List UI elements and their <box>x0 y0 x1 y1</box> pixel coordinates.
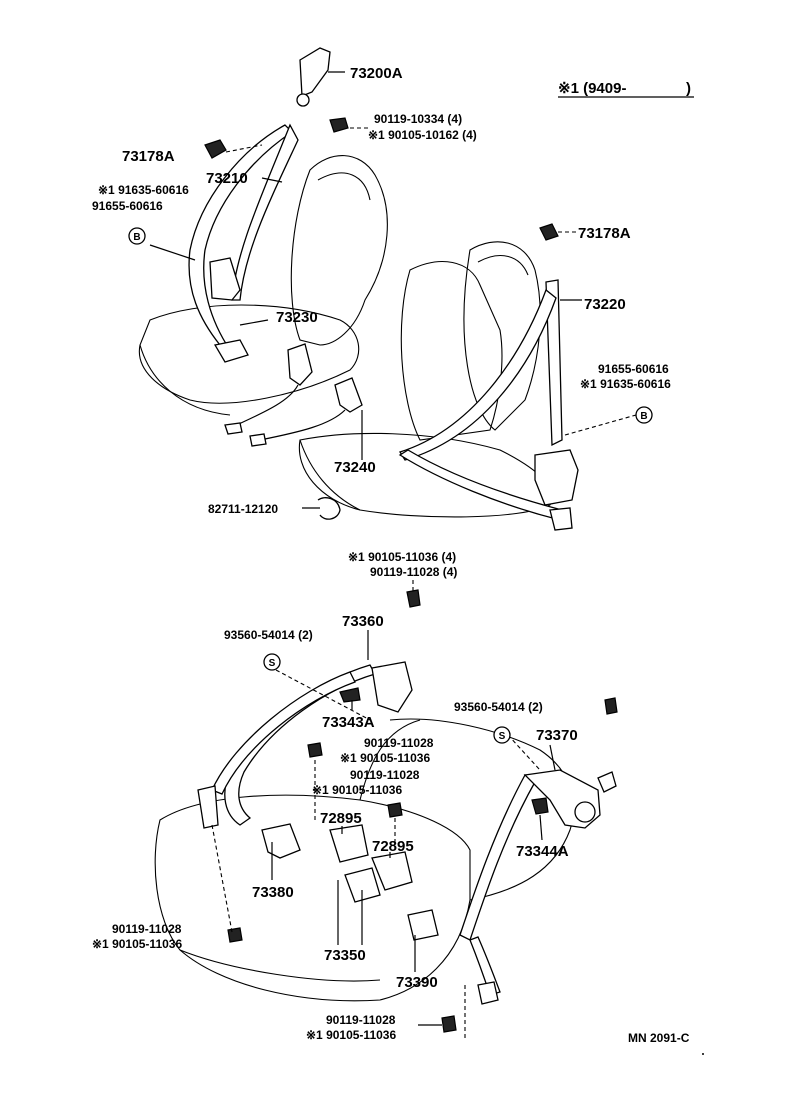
marker-s-right: S <box>499 731 506 742</box>
label-90105-11036-a: ※1 90105-11036 <box>340 751 430 765</box>
label-73210: 73210 <box>206 170 248 187</box>
marker-s-left-circle <box>263 653 281 671</box>
label-73240: 73240 <box>334 459 376 476</box>
retractor-right <box>534 449 579 506</box>
applicability-note-close: ) <box>686 80 691 97</box>
label-90119-11028-d: 90119-11028 <box>326 1013 396 1027</box>
label-90105-10162: ※1 90105-10162 (4) <box>368 128 477 142</box>
shoulder-anchor-73200A <box>299 47 331 97</box>
label-73220: 73220 <box>584 296 626 313</box>
label-90119-11028-c: 90119-11028 <box>112 922 182 936</box>
label-72895-right: 72895 <box>372 838 414 855</box>
cover-73178A-right <box>539 223 559 241</box>
label-90119-10334: 90119-10334 (4) <box>374 112 462 126</box>
front-seat-left <box>138 155 388 416</box>
bolt-90119-11028-b <box>387 802 403 818</box>
label-82711-12120: 82711-12120 <box>208 502 278 516</box>
retractor-73360 <box>371 661 413 713</box>
marker-s-right-circle <box>493 726 511 744</box>
label-91655-60616-right: 91655-60616 <box>598 362 669 376</box>
label-91655-60616-left: 91655-60616 <box>92 199 163 213</box>
cover-73178A-left <box>204 139 227 159</box>
label-91635-60616-left: ※1 91635-60616 <box>98 183 189 197</box>
buckle-73350 <box>344 867 381 903</box>
circled-markers: B B S S <box>128 227 653 744</box>
label-73370: 73370 <box>536 727 578 744</box>
label-73350: 73350 <box>324 947 366 964</box>
front-seat-right <box>298 241 554 518</box>
label-90105-11036-c: ※1 90105-11036 <box>92 937 182 951</box>
label-73344A: 73344A <box>516 843 569 860</box>
label-73343A: 73343A <box>322 714 375 731</box>
belt-73220 <box>545 279 563 447</box>
marker-b-left-circle <box>128 227 146 245</box>
label-73230: 73230 <box>276 309 318 326</box>
buckle-73380 <box>261 823 301 859</box>
marker-s-left: S <box>269 658 276 669</box>
marker-b-right: B <box>640 411 647 422</box>
callout-labels: 73200A 90119-10334 (4) ※1 90105-10162 (4… <box>92 65 671 1042</box>
diagram-code: MN 2091-C <box>628 1031 690 1045</box>
label-73390: 73390 <box>396 974 438 991</box>
label-73360: 73360 <box>342 613 384 630</box>
label-73178A-left: 73178A <box>122 148 175 165</box>
label-73178A-right: 73178A <box>578 225 631 242</box>
label-72895-left: 72895 <box>320 810 362 827</box>
marker-b-left: B <box>133 232 140 243</box>
marker-b-right-circle <box>635 406 653 424</box>
rear-belts <box>197 589 618 1033</box>
applicability-note: ※1 (9409- ) <box>558 80 694 98</box>
buckle-72895-right <box>371 851 413 891</box>
label-93560-54014-right: 93560-54014 (2) <box>454 700 543 714</box>
bolt-90119-11028-d <box>441 1015 457 1033</box>
footer-dot <box>702 1053 704 1055</box>
label-90119-11028-a: 90119-11028 <box>364 736 434 750</box>
bolt-right-retractor <box>604 697 618 715</box>
label-93560-54014-left: 93560-54014 (2) <box>224 628 313 642</box>
bolt-90119-11028-c <box>227 927 243 943</box>
cover-73343A <box>339 687 361 703</box>
buckle-72895-left <box>329 824 369 863</box>
label-90105-11036-d: ※1 90105-11036 <box>306 1028 396 1042</box>
applicability-note-text: ※1 (9409- <box>558 80 626 97</box>
buckle-73390 <box>407 909 439 941</box>
left-front-belt <box>188 47 363 520</box>
bolt-90119-11028-a <box>307 742 323 758</box>
label-90105-11036-top: ※1 90105-11036 (4) <box>348 550 456 564</box>
label-73200A: 73200A <box>350 65 403 82</box>
label-90105-11036-b: ※1 90105-11036 <box>312 783 402 797</box>
label-90119-11028-b: 90119-11028 <box>350 768 420 782</box>
bolt-90119-11028-top <box>406 589 421 608</box>
label-91635-60616-right: ※1 91635-60616 <box>580 377 671 391</box>
label-90119-11028-top: 90119-11028 (4) <box>370 565 457 579</box>
leader-lines <box>149 71 637 1040</box>
label-73380: 73380 <box>252 884 294 901</box>
clip-82711-12120 <box>317 497 341 520</box>
retractor-left <box>209 257 241 301</box>
right-front-belt <box>398 223 579 531</box>
buckle-73240 <box>334 377 363 413</box>
buckle-73230 <box>287 343 313 386</box>
bolt-90119-10334 <box>329 117 349 133</box>
cover-73344A <box>531 797 549 815</box>
